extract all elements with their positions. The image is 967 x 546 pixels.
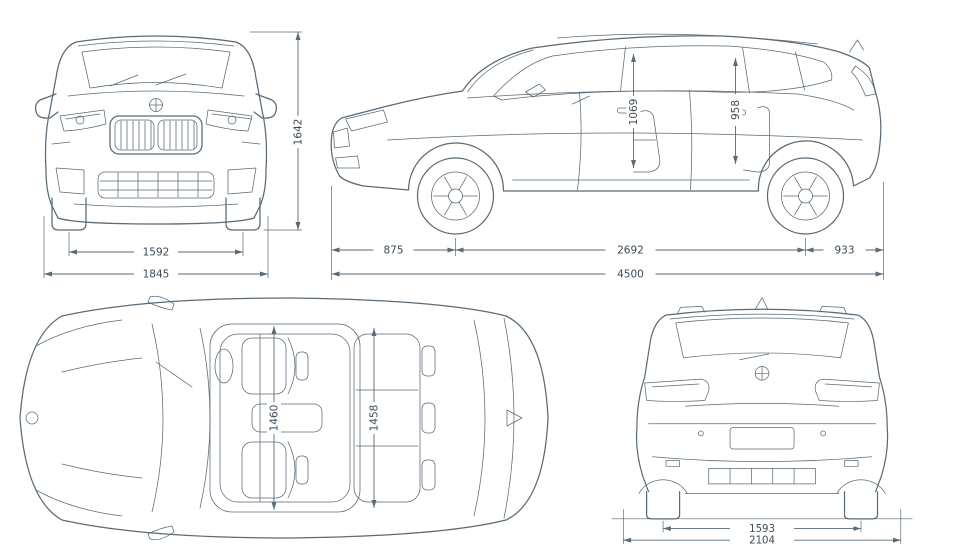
dim-rear-interior-height: 958	[730, 100, 742, 120]
top-right-mirror	[147, 525, 175, 541]
left-mirror	[34, 93, 59, 119]
dim-rear-width: 2104	[749, 536, 775, 546]
dim-front-width: 1845	[143, 269, 170, 281]
side-headlight	[345, 109, 388, 132]
dim-rear-interior-width: 1458	[369, 405, 381, 432]
rear-right-wheel	[843, 491, 879, 520]
dim-rear-track: 1593	[749, 524, 775, 535]
front-seats	[214, 337, 323, 499]
panoramic-roof	[209, 323, 361, 513]
dim-front-interior-width: 1460	[269, 405, 281, 432]
front-right-wheel	[225, 197, 261, 231]
antenna-fin	[849, 39, 864, 53]
front-air-intake	[55, 167, 257, 199]
taillights	[644, 378, 880, 402]
rear-roundel-icon	[754, 366, 770, 381]
side-view: 1069 958 875 2692 933 4500	[330, 33, 884, 281]
top-view: 1460 1458	[19, 295, 549, 541]
rear-view-drawing	[611, 297, 913, 520]
top-view-dimensions: 1460 1458	[267, 326, 381, 510]
dim-front-height: 1642	[293, 119, 305, 146]
front-left-wheel	[51, 197, 87, 231]
rear-left-wheel	[646, 491, 681, 520]
dim-overall-length: 4500	[617, 269, 644, 281]
side-mirror	[525, 83, 546, 98]
right-mirror	[253, 93, 278, 119]
top-left-mirror	[147, 295, 175, 311]
bmw-roundel-icon	[149, 98, 163, 112]
dim-front-overhang: 875	[383, 245, 403, 257]
kidney-grille	[109, 115, 203, 155]
side-taillight	[851, 65, 876, 97]
headlights	[59, 109, 253, 132]
top-antenna-fin	[506, 409, 523, 427]
side-view-dimensions: 1069 958 875 2692 933 4500	[331, 54, 884, 281]
top-view-drawing	[19, 295, 549, 541]
front-view: 1642 1592 1845	[34, 31, 305, 281]
dim-front-interior-height: 1069	[628, 99, 640, 126]
top-roundel-icon	[25, 411, 39, 425]
dim-front-track: 1592	[143, 247, 170, 259]
side-rear-wheel	[766, 157, 845, 235]
side-view-drawing	[330, 33, 882, 235]
license-plate-area	[729, 427, 795, 450]
rear-bench	[353, 333, 436, 503]
rear-view-dimensions: 1593 2104	[622, 509, 902, 546]
rear-diffuser	[665, 460, 859, 485]
side-front-wheel	[416, 157, 495, 235]
front-view-drawing	[34, 35, 278, 231]
front-view-dimensions: 1642 1592 1845	[43, 31, 305, 281]
rear-view: 1593 2104	[611, 297, 913, 546]
dim-rear-overhang: 933	[834, 245, 854, 257]
dim-wheelbase: 2692	[617, 245, 644, 257]
rear-antenna-fin	[754, 297, 769, 310]
roof-rails	[677, 306, 847, 314]
